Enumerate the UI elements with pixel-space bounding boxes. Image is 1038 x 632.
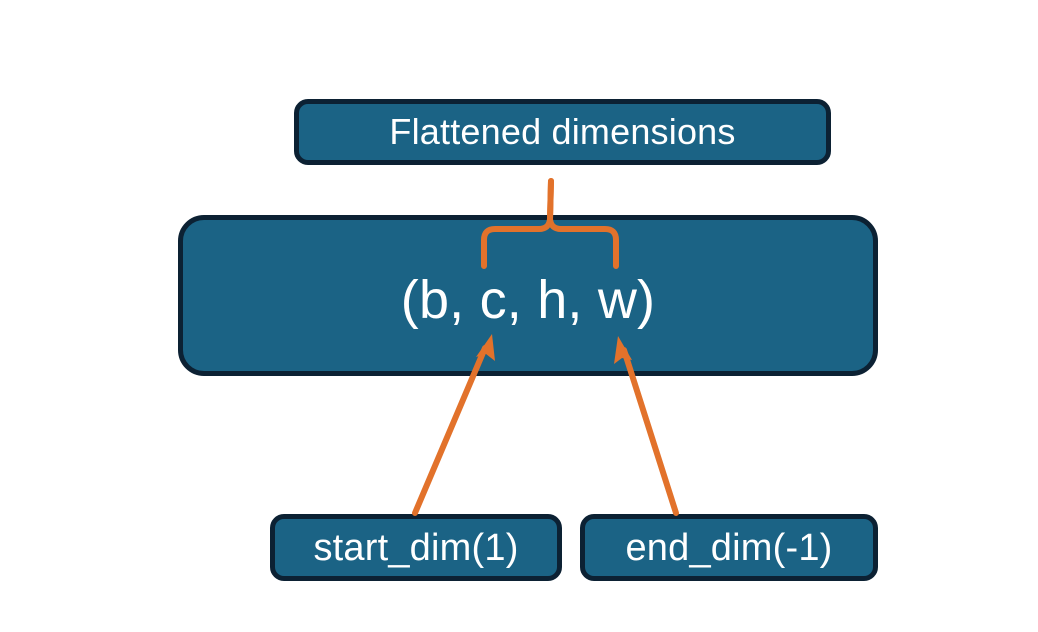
flattened-dimensions-label: Flattened dimensions xyxy=(389,111,736,152)
end-dim-label: end_dim(-1) xyxy=(625,526,833,569)
flattened-dimensions-node[interactable]: Flattened dimensions xyxy=(294,99,831,165)
start-dim-label: start_dim(1) xyxy=(313,526,519,569)
end-dim-node[interactable]: end_dim(-1) xyxy=(580,514,878,581)
tensor-shape-label: (b, c, h, w) xyxy=(400,269,656,330)
tensor-shape-node[interactable]: (b, c, h, w) xyxy=(178,215,878,376)
start-dim-node[interactable]: start_dim(1) xyxy=(270,514,562,581)
